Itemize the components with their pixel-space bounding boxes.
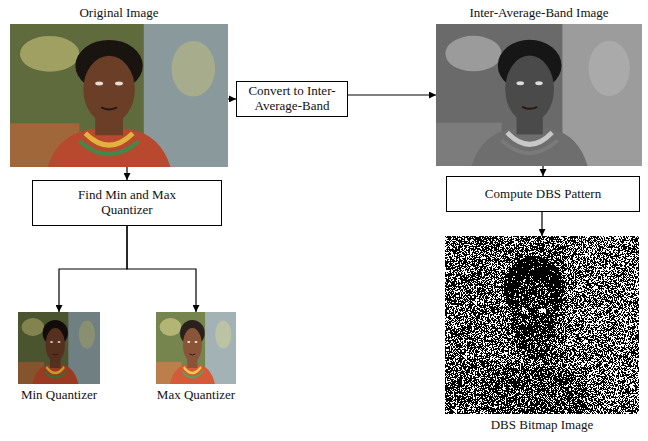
image-caption: Inter-Average-Band Image — [366, 5, 648, 21]
original-image: Original Image — [10, 24, 228, 167]
image-caption: Original Image — [0, 5, 298, 21]
max-quantizer-image: Max Quantizer — [156, 312, 236, 384]
box-label: Compute DBS Pattern — [485, 187, 601, 202]
flow-arrow — [542, 166, 543, 176]
flow-arrow — [228, 98, 236, 99]
photo-picture — [10, 24, 228, 167]
image-caption: Max Quantizer — [86, 387, 306, 403]
flow-arrow — [348, 94, 436, 95]
dbs-bitmap-image: DBS Bitmap Image — [445, 236, 639, 414]
photo-picture — [436, 24, 642, 166]
inter-average-band-image: Inter-Average-Band Image — [436, 24, 642, 166]
flow-arrow — [126, 167, 127, 180]
process-box: Convert to Inter-Average-Band — [236, 81, 348, 117]
photo-picture — [18, 312, 100, 384]
box-label: Find Min and Max Quantizer — [73, 188, 181, 218]
bitmap-picture — [445, 236, 639, 414]
flow-arrow — [541, 212, 542, 236]
image-caption: DBS Bitmap Image — [375, 417, 648, 433]
flow-arrow — [59, 226, 127, 312]
process-box: Compute DBS Pattern — [446, 176, 640, 212]
image-caption: Min Quantizer — [0, 387, 170, 403]
photo-picture — [156, 312, 236, 384]
box-label: Convert to Inter-Average-Band — [240, 84, 344, 114]
flow-arrow — [127, 226, 196, 312]
process-box: Find Min and Max Quantizer — [32, 180, 222, 226]
min-quantizer-image: Min Quantizer — [18, 312, 100, 384]
